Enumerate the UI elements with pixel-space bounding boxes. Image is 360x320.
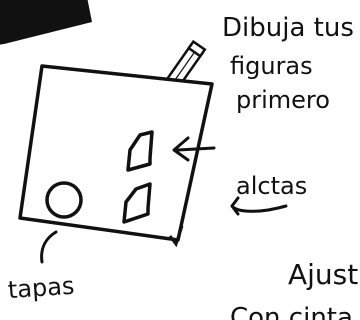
- arrow-shaft: [176, 146, 216, 152]
- wing-shapes: [122, 130, 154, 224]
- instruction-text: Dibuja tus figuras primero: [222, 13, 354, 114]
- wing-shape-bottom: [122, 182, 152, 224]
- instruction-line-3: primero: [236, 86, 330, 114]
- instruction-line-1: Dibuja tus: [222, 13, 354, 43]
- alctas-underline: [230, 204, 288, 213]
- banner: dolas: [0, 0, 92, 45]
- instruction-line-2: figuras: [230, 52, 313, 80]
- alctas-hook: [230, 196, 240, 216]
- paper-outline: [18, 64, 214, 242]
- wing-shape-top: [126, 130, 154, 172]
- alctas-annotation: alctas: [230, 172, 307, 216]
- paper-corner-mark: [168, 225, 184, 248]
- bottom-text-line-1: Ajust: [288, 258, 358, 291]
- tapa-circle: [45, 181, 83, 219]
- bottom-text: Ajust Con cinta: [230, 258, 358, 320]
- arrow-to-wings: [172, 136, 216, 162]
- arrow-head: [172, 136, 190, 162]
- pencil-eraser: [187, 39, 207, 58]
- banner-background: [0, 0, 92, 45]
- bottom-text-line-2: Con cinta: [230, 303, 353, 320]
- circle-shape: [45, 181, 83, 219]
- alctas-label: alctas: [236, 172, 307, 200]
- tapas-annotation: tapas: [7, 230, 75, 305]
- tapas-pointer: [40, 230, 58, 264]
- tapas-label: tapas: [7, 272, 75, 305]
